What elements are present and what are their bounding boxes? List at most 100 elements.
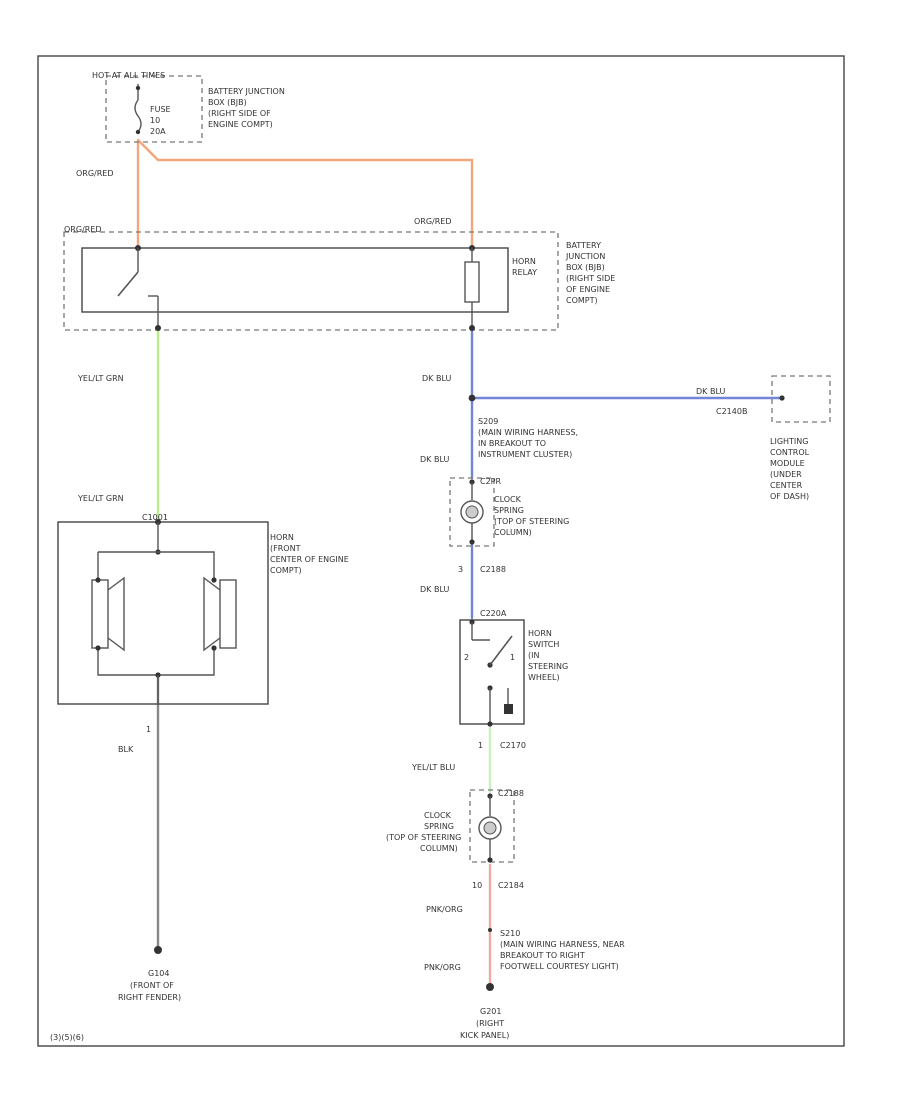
ground-left-location-1: (FRONT OF bbox=[130, 981, 174, 990]
relay-contact-icon bbox=[117, 271, 139, 297]
splice-s210: S210 (MAIN WIRING HARNESS, NEAR BREAKOUT… bbox=[488, 928, 625, 971]
horn-switch-contact-icon bbox=[489, 635, 513, 666]
clock-spring-1: C2PR CLOCK SPRING (TOP OF STEERING COLUM… bbox=[449, 477, 569, 574]
ground-right-location-1: (RIGHT bbox=[476, 1019, 504, 1028]
horn-name-3: CENTER OF ENGINE bbox=[270, 555, 349, 564]
horn-switch-pin-left: 2 bbox=[464, 653, 469, 662]
splice-s210-dot bbox=[488, 928, 492, 932]
horn-switch-pin-right: 1 bbox=[510, 653, 515, 662]
ground-g104-icon bbox=[154, 946, 162, 954]
horn-speaker-right-icon bbox=[203, 576, 237, 652]
clock-spring-2-connector: C2188 bbox=[498, 789, 524, 798]
splice-s209-dot bbox=[468, 394, 476, 402]
relay-location-2: JUNCTION bbox=[565, 252, 605, 261]
s209-desc-1: (MAIN WIRING HARNESS, bbox=[478, 428, 578, 437]
relay-location-1: BATTERY bbox=[566, 241, 601, 250]
fuse-element-icon bbox=[134, 99, 142, 133]
lcm-name-5: CENTER bbox=[770, 481, 803, 490]
relay-location-4: (RIGHT SIDE bbox=[566, 274, 615, 283]
clock-spring-2: C2188 CLOCK SPRING (TOP OF STEERING COLU… bbox=[386, 789, 524, 890]
horn-switch-name-2: SWITCH bbox=[528, 640, 559, 649]
wire-label-dk-blu-2: DK BLU bbox=[420, 455, 449, 464]
fuse-name: FUSE bbox=[150, 105, 171, 114]
horn-switch-button-icon bbox=[504, 704, 513, 714]
horn-name-4: COMPT) bbox=[270, 566, 302, 575]
fuse-block: HOT AT ALL TIMES FUSE 10 20A BATTERY JUN… bbox=[92, 71, 285, 143]
lcm-name-2: CONTROL bbox=[770, 448, 810, 457]
horn-switch-name-5: WHEEL) bbox=[528, 673, 560, 682]
horn-switch-conn-bottom: C2170 bbox=[500, 741, 526, 750]
wire-label-yel-grn-2: YEL/LT GRN bbox=[77, 494, 124, 503]
lcm-name-3: MODULE bbox=[770, 459, 805, 468]
horn-switch-housing bbox=[459, 619, 525, 725]
s210-desc-3: FOOTWELL COURTESY LIGHT) bbox=[500, 962, 619, 971]
lcm-name-4: (UNDER bbox=[770, 470, 802, 479]
page-code: (3)(5)(6) bbox=[50, 1033, 84, 1042]
ground-g201: G201 (RIGHT KICK PANEL) bbox=[460, 983, 509, 1040]
wire-label-org-red-2: ORG/RED bbox=[64, 225, 102, 234]
s209-id: S209 bbox=[478, 417, 498, 426]
horn-housing bbox=[57, 521, 269, 705]
relay-housing bbox=[81, 247, 509, 313]
clock-spring-1-conn-bottom: C2188 bbox=[480, 565, 506, 574]
clock-spring-1-name-3: (TOP OF STEERING bbox=[494, 517, 569, 526]
relay-location-6: COMPT) bbox=[566, 296, 598, 305]
s209-desc-2: IN BREAKOUT TO bbox=[478, 439, 546, 448]
lcm-name-1: LIGHTING bbox=[770, 437, 808, 446]
ground-left-id: G104 bbox=[148, 969, 169, 978]
clock-spring-1-pin-bottom: 3 bbox=[458, 565, 463, 574]
wire-label-org-red-3: ORG/RED bbox=[414, 217, 452, 226]
wire-label-pnk-org-1: PNK/ORG bbox=[426, 905, 463, 914]
ground-g201-icon bbox=[486, 983, 494, 991]
hot-at-all-times-label: HOT AT ALL TIMES bbox=[92, 71, 165, 80]
horn-speaker-left-icon bbox=[91, 576, 125, 652]
wire-label-dk-blu-3: DK BLU bbox=[420, 585, 449, 594]
clock-spring-2-pin-bottom: 10 bbox=[472, 881, 482, 890]
ground-right-id: G201 bbox=[480, 1007, 501, 1016]
horn-switch-name-3: (IN bbox=[528, 651, 539, 660]
horn-connector: C1001 bbox=[142, 513, 168, 522]
fuse-location-1: BATTERY JUNCTION bbox=[208, 87, 285, 96]
clock-spring-1-name-1: CLOCK bbox=[494, 495, 522, 504]
lcm-name-6: OF DASH) bbox=[770, 492, 809, 501]
fuse-location-3: (RIGHT SIDE OF bbox=[208, 109, 271, 118]
horn-switch-name-4: STEERING bbox=[528, 662, 568, 671]
lighting-control-module: DK BLU C2140B LIGHTING CONTROL MODULE (U… bbox=[696, 375, 831, 501]
relay-location-3: BOX (BJB) bbox=[566, 263, 605, 272]
wire-label-blk: BLK bbox=[118, 745, 134, 754]
ground-left-location-2: RIGHT FENDER) bbox=[118, 993, 181, 1002]
s209-desc-3: INSTRUMENT CLUSTER) bbox=[478, 450, 572, 459]
fuse-number: 10 bbox=[150, 116, 160, 125]
wire-label-dk-blu-lcm: DK BLU bbox=[696, 387, 725, 396]
wire-org-red bbox=[136, 138, 474, 250]
splice-s209: S209 (MAIN WIRING HARNESS, IN BREAKOUT T… bbox=[468, 394, 578, 459]
wire-label-dk-blu-1: DK BLU bbox=[422, 374, 451, 383]
wire-label-yel-lt-blu: YEL/LT BLU bbox=[411, 763, 455, 772]
wire-label-yel-grn-1: YEL/LT GRN bbox=[77, 374, 124, 383]
relay-name-2: RELAY bbox=[512, 268, 537, 277]
lcm-connector: C2140B bbox=[716, 407, 747, 416]
s210-desc-1: (MAIN WIRING HARNESS, NEAR bbox=[500, 940, 625, 949]
horn-switch-name-1: HORN bbox=[528, 629, 552, 638]
fuse-location-2: BOX (BJB) bbox=[208, 98, 247, 107]
horn-name-1: HORN bbox=[270, 533, 294, 542]
horn-switch-pin-bottom: 1 bbox=[478, 741, 483, 750]
relay-location-5: OF ENGINE bbox=[566, 285, 610, 294]
clock-spring-2-name-3: (TOP OF STEERING bbox=[386, 833, 461, 842]
relay-coil-icon bbox=[464, 261, 480, 303]
clock-spring-1-name-4: COLUMN) bbox=[494, 528, 532, 537]
wire-label-pnk-org-2: PNK/ORG bbox=[424, 963, 461, 972]
ground-right-location-2: KICK PANEL) bbox=[460, 1031, 509, 1040]
horn-switch-connector: C220A bbox=[480, 609, 507, 618]
clock-spring-2-conn-bottom: C2184 bbox=[498, 881, 524, 890]
clock-spring-2-name-4: COLUMN) bbox=[420, 844, 458, 853]
horn-relay-block: ORG/RED ORG/RED HORN RELAY BATTERY JUNCT… bbox=[63, 217, 615, 331]
wire-label-org-red-1: ORG/RED bbox=[76, 169, 114, 178]
clock-spring-2-name-1: CLOCK bbox=[424, 811, 452, 820]
relay-name-1: HORN bbox=[512, 257, 536, 266]
clock-spring-1-name-2: SPRING bbox=[494, 506, 524, 515]
s210-id: S210 bbox=[500, 929, 520, 938]
clock-spring-2-name-2: SPRING bbox=[424, 822, 454, 831]
diagram-frame bbox=[37, 55, 845, 1047]
